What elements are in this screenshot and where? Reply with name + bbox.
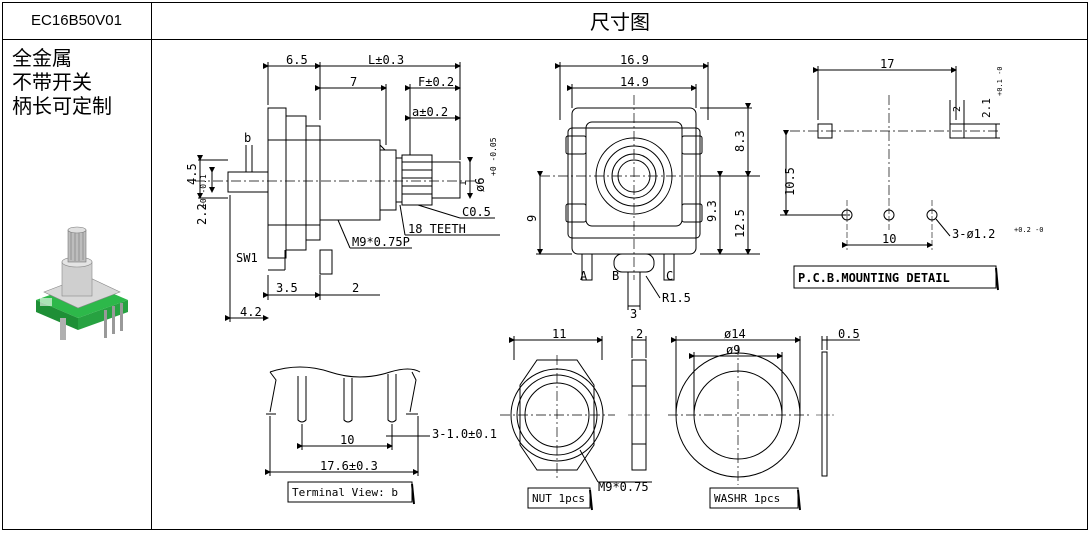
front-view <box>536 62 760 310</box>
dim-9-3: 9.3 <box>705 200 719 222</box>
dim-0-5: 0.5 <box>838 327 860 341</box>
nut-labels: 11 2 M9*0.75 NUT 1pcs <box>532 327 649 505</box>
dim-teeth: 18 TEETH <box>408 222 466 236</box>
dim-2-1: 2.1 <box>980 98 993 118</box>
tol-2-1: +0.1 -0 <box>996 66 1004 96</box>
dim-a: a±0.2 <box>412 105 448 119</box>
dim-thread: M9*0.75P <box>352 235 410 249</box>
tol-2-2: +0 -0.1 <box>199 174 208 208</box>
dim-r1-5: R1.5 <box>662 291 691 305</box>
dim-3-5: 3.5 <box>276 281 298 295</box>
dim-14-9: 14.9 <box>620 75 649 89</box>
description-line: 全金属 <box>12 46 72 70</box>
dim-b: b <box>244 131 251 145</box>
dim-2: 2 <box>952 106 963 112</box>
description: 全金属 不带开关 柄长可定制 <box>12 46 112 118</box>
washer-labels: ø14 ø9 0.5 WASHR 1pcs <box>714 327 860 505</box>
pcb-detail <box>780 66 1000 291</box>
dim-11: 11 <box>552 327 566 341</box>
dim-thread: M9*0.75 <box>598 480 649 494</box>
pin-c: C <box>666 269 673 283</box>
washer-view <box>668 336 860 511</box>
dim-2: 2 <box>352 281 359 295</box>
dim-c05: C0.5 <box>462 205 491 219</box>
tol-6: +0 -0.05 <box>489 137 498 176</box>
pcb-label: P.C.B.MOUNTING DETAIL <box>798 271 950 285</box>
dim-17-6: 17.6±0.3 <box>320 459 378 473</box>
dim-3: 3 <box>630 307 637 321</box>
dim-14: ø14 <box>724 327 746 341</box>
sheet-title: 尺寸图 <box>152 2 1088 40</box>
washer-label: WASHR 1pcs <box>714 492 780 505</box>
front-view-labels: 16.9 14.9 8.3 9 9.3 12.5 A B C R1.5 3 <box>525 53 747 321</box>
tol-holes: +0.2 -0 <box>1014 226 1044 234</box>
label-sw1: SW1 <box>236 251 258 265</box>
nut-view <box>500 336 652 511</box>
dim-2: 2 <box>636 327 643 341</box>
dim-pins: 3-1.0±0.1 <box>432 427 497 441</box>
dim-7: 7 <box>350 75 357 89</box>
nut-label: NUT 1pcs <box>532 492 585 505</box>
dim-9: 9 <box>525 215 539 222</box>
dim-6-5: 6.5 <box>286 53 308 67</box>
dim-6: ø6 <box>473 178 487 192</box>
model-number: EC16B50V01 <box>2 2 152 40</box>
terminal-view-labels: 10 3-1.0±0.1 17.6±0.3 Terminal View: b <box>292 427 497 499</box>
dim-16-9: 16.9 <box>620 53 649 67</box>
dim-4-2: 4.2 <box>240 305 262 319</box>
dim-F: F±0.2 <box>418 75 454 89</box>
dim-8-3: 8.3 <box>733 130 747 152</box>
dim-10-5: 10.5 <box>783 167 797 196</box>
side-view-labels: 6.5 L±0.3 7 F±0.2 a±0.2 b 4.5 2.2 +0 -0.… <box>185 53 498 319</box>
dim-4-5: 4.5 <box>185 163 199 185</box>
pcb-detail-labels: 17 2 2.1 +0.1 -0 10.5 10 3-ø1.2 +0.2 -0 … <box>783 57 1044 285</box>
dim-12-5: 12.5 <box>733 209 747 238</box>
dim-10: 10 <box>882 232 896 246</box>
dim-1: 1 <box>459 181 469 186</box>
dim-L: L±0.3 <box>368 53 404 67</box>
dim-9: ø9 <box>726 343 740 357</box>
terminal-label: Terminal View: b <box>292 486 398 499</box>
side-view <box>195 62 500 322</box>
dim-10: 10 <box>340 433 354 447</box>
pin-a: A <box>580 269 588 283</box>
description-column: 全金属 不带开关 柄长可定制 <box>2 40 152 530</box>
encoder-illustration <box>36 226 128 340</box>
pin-b: B <box>612 269 619 283</box>
terminal-view <box>265 366 430 505</box>
dim-17: 17 <box>880 57 894 71</box>
dim-2-2: 2.2 <box>195 203 209 225</box>
description-line: 不带开关 <box>12 70 92 94</box>
dim-holes: 3-ø1.2 <box>952 227 995 241</box>
description-line: 柄长可定制 <box>12 94 112 118</box>
